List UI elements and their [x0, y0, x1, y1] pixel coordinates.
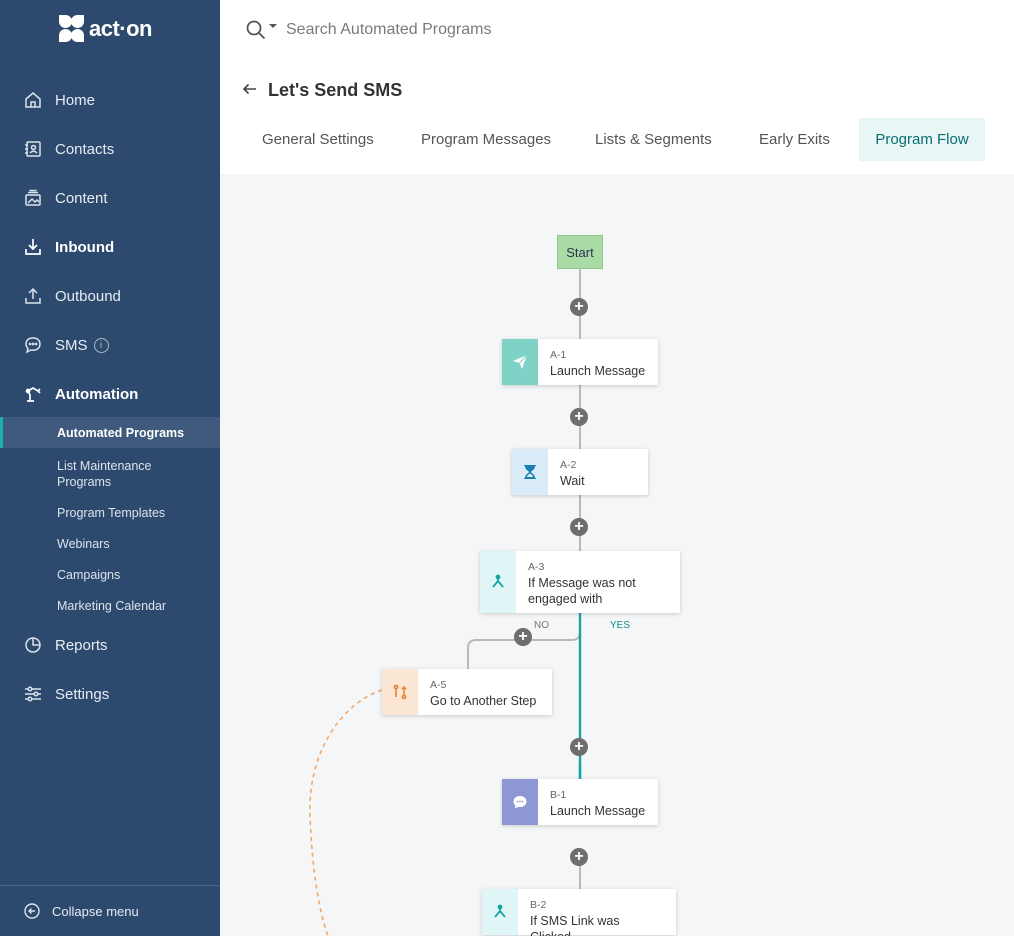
caret-down-icon	[269, 24, 277, 28]
step-a3-if-not-engaged[interactable]: A-3 If Message was not engaged with	[480, 551, 680, 613]
paper-plane-icon	[502, 339, 538, 385]
nav-reports-label: Reports	[55, 636, 108, 654]
nav-automation[interactable]: Automation	[0, 376, 220, 412]
search-scope-dropdown[interactable]	[246, 20, 278, 40]
step-id: A-1	[550, 349, 567, 361]
reports-icon	[24, 636, 42, 654]
sub-automated-programs[interactable]: Automated Programs	[0, 417, 220, 448]
hourglass-icon	[512, 449, 548, 495]
nav-inbound[interactable]: Inbound	[0, 229, 220, 265]
step-b1-launch-message[interactable]: B-1 Launch Message	[502, 779, 658, 825]
automation-icon	[24, 385, 42, 403]
step-a2-wait[interactable]: A-2 Wait	[512, 449, 648, 495]
inbound-icon	[24, 238, 42, 256]
start-node[interactable]: Start	[557, 235, 603, 269]
settings-icon	[24, 685, 42, 703]
sub-list-maintenance-programs[interactable]: List Maintenance Programs	[57, 459, 152, 489]
back-button[interactable]	[242, 81, 258, 102]
nav-settings-label: Settings	[55, 685, 110, 703]
info-icon[interactable]: i	[93, 337, 109, 353]
tab-early-exits[interactable]: Early Exits	[759, 131, 830, 148]
page-title: Let's Send SMS	[268, 80, 403, 100]
add-step-button[interactable]: +	[514, 628, 532, 646]
step-name: Go to Another Step	[430, 694, 537, 708]
nav-sms-label: SMS	[55, 336, 88, 354]
sub-campaigns[interactable]: Campaigns	[57, 568, 121, 582]
add-step-button[interactable]: +	[570, 738, 588, 756]
outbound-icon	[24, 287, 42, 305]
step-name: Launch Message	[550, 804, 646, 818]
add-step-button[interactable]: +	[570, 298, 588, 316]
logo-mark-icon	[57, 14, 85, 44]
branch-no-label: NO	[534, 620, 549, 631]
sidebar-divider	[0, 885, 220, 886]
sub-webinars[interactable]: Webinars	[57, 537, 110, 551]
content-icon	[24, 189, 42, 207]
tab-lists-segments[interactable]: Lists & Segments	[595, 131, 712, 148]
sidebar: act·on Home Contacts Content Inbound Out…	[0, 0, 220, 936]
collapse-menu-button[interactable]: Collapse menu	[24, 903, 139, 919]
sms-icon	[24, 336, 42, 354]
sms-bubble-icon	[502, 779, 538, 825]
nav-reports[interactable]: Reports	[0, 627, 220, 663]
step-a1-launch-message[interactable]: A-1 Launch Message	[502, 339, 658, 385]
search-input[interactable]	[286, 18, 786, 42]
tab-general-settings[interactable]: General Settings	[262, 131, 374, 148]
program-header: Let's Send SMS General Settings Program …	[220, 60, 1014, 174]
search-icon	[246, 20, 266, 40]
step-name: If Message was not engaged with	[528, 576, 636, 606]
nav-content-label: Content	[55, 189, 108, 207]
step-name: Wait	[560, 474, 585, 488]
act-on-logo[interactable]: act·on	[57, 14, 153, 44]
add-step-button[interactable]: +	[570, 518, 588, 536]
nav-contacts[interactable]: Contacts	[0, 131, 220, 167]
branch-icon	[480, 551, 516, 613]
branch-yes-label: YES	[610, 620, 631, 631]
step-id: A-2	[560, 459, 577, 471]
step-name: If SMS Link was Clicked	[530, 914, 620, 936]
nav-outbound-label: Outbound	[55, 287, 121, 305]
step-name: Launch Message	[550, 364, 646, 378]
tab-program-messages[interactable]: Program Messages	[421, 131, 552, 148]
add-step-button[interactable]: +	[570, 848, 588, 866]
nav-home[interactable]: Home	[0, 82, 220, 118]
step-id: B-1	[550, 789, 567, 801]
back-arrow-icon	[242, 83, 256, 95]
nav-inbound-label: Inbound	[55, 238, 115, 256]
top-search-bar	[220, 0, 1014, 60]
goto-icon	[382, 669, 418, 715]
collapse-arrow-icon	[24, 903, 40, 919]
tab-program-flow[interactable]: Program Flow	[859, 118, 985, 161]
nav-home-label: Home	[55, 91, 96, 109]
nav-sms[interactable]: SMS i	[0, 327, 220, 363]
nav-automation-label: Automation	[55, 385, 139, 403]
logo-text: act·on	[89, 16, 153, 41]
branch-icon	[482, 889, 518, 935]
nav-content[interactable]: Content	[0, 180, 220, 216]
step-id: B-2	[530, 899, 547, 911]
contacts-icon	[24, 140, 42, 158]
program-flow-canvas[interactable]: Start + + + + + + NO YES A-1 Launch Mess…	[220, 174, 1014, 936]
collapse-menu-label: Collapse menu	[52, 903, 139, 919]
step-b2-if-sms-link-clicked[interactable]: B-2 If SMS Link was Clicked	[482, 889, 676, 936]
nav-settings[interactable]: Settings	[0, 676, 220, 712]
nav-outbound[interactable]: Outbound	[0, 278, 220, 314]
home-icon	[24, 91, 42, 109]
add-step-button[interactable]: +	[570, 408, 588, 426]
sub-marketing-calendar[interactable]: Marketing Calendar	[57, 599, 167, 613]
nav-contacts-label: Contacts	[55, 140, 115, 158]
step-a5-go-to-another-step[interactable]: A-5 Go to Another Step	[382, 669, 552, 715]
step-id: A-3	[528, 561, 545, 573]
step-id: A-5	[430, 679, 447, 691]
sub-program-templates[interactable]: Program Templates	[57, 506, 166, 520]
